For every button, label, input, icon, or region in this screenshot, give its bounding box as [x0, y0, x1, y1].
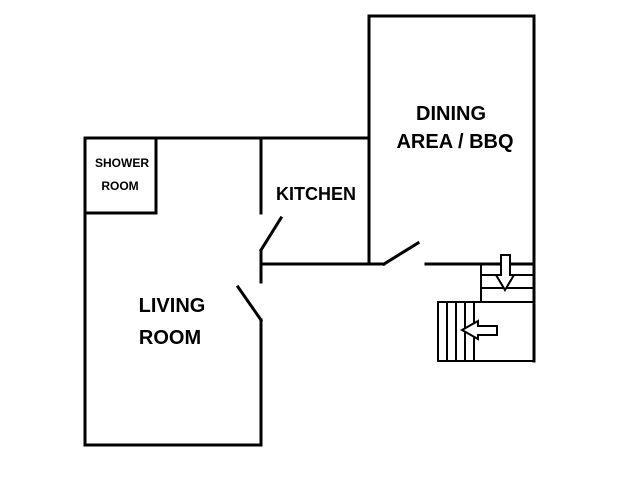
shower-room-walls: [83, 136, 158, 215]
living-room-label: LIVING ROOM: [139, 295, 206, 349]
house-outer-walls: [83, 136, 371, 447]
living-room-label-line2: ROOM: [139, 327, 201, 349]
dining-label-line1: DINING: [416, 103, 486, 125]
kitchen-label-text: KITCHEN: [276, 184, 356, 204]
shower-room-label: SHOWER ROOM: [95, 156, 149, 193]
dining-area-walls: [367, 14, 536, 363]
stair-down-arrow-icon: [494, 254, 516, 292]
living-room-label-line1: LIVING: [139, 295, 206, 317]
dining-area-label: DINING AREA / BBQ: [396, 103, 513, 153]
kitchen-label: KITCHEN: [276, 184, 356, 204]
dining-label-line2: AREA / BBQ: [396, 131, 513, 153]
dining-door: [381, 240, 421, 267]
shower-room-label-line2: ROOM: [101, 179, 138, 193]
shower-room-label-line1: SHOWER: [95, 156, 149, 170]
kitchen-door: [258, 215, 284, 253]
living-room-door: [235, 284, 264, 323]
stair-left-arrow-icon: [459, 319, 498, 341]
upper-stair-flight: [480, 264, 534, 303]
